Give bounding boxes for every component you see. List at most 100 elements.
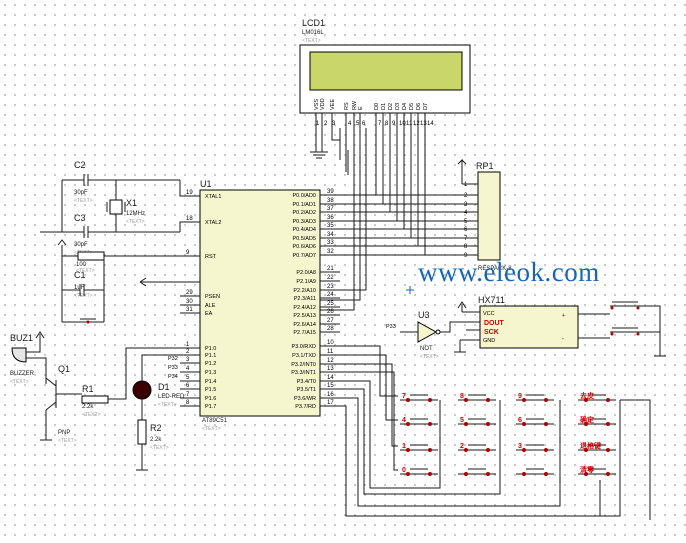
keypad-key[interactable]: 7	[400, 393, 438, 402]
mcu-right-pin-name: P3.7/RD	[295, 404, 316, 410]
key-node-left	[584, 398, 588, 402]
c1-value: 1uF	[74, 285, 85, 291]
p1-net-labels: P32 P33 P34	[168, 356, 200, 382]
lcd-pin-number: 6	[362, 121, 366, 127]
keypad-key[interactable]: 5	[458, 417, 496, 426]
c1-placeholder: <TEXT>	[74, 293, 93, 299]
lcd-pin-number: 5	[356, 121, 360, 127]
mcu-right-pin-name: P3.2/INT0	[291, 362, 316, 368]
lcd-pin-label: RW	[352, 100, 358, 110]
mcu-left-pin-name: EA	[205, 311, 213, 317]
reset-circuit[interactable]: C1 1uF <TEXT> 100 <TEXT>	[57, 239, 200, 324]
keypad-key[interactable]	[516, 468, 554, 476]
mcu-left-pin-number: 30	[186, 299, 193, 305]
keypad-key[interactable]: 3	[516, 443, 554, 452]
key-node-left	[522, 472, 526, 476]
mcu-right-pin-number: 14	[327, 375, 334, 381]
key-node-left	[522, 398, 526, 402]
key-node-right	[544, 472, 548, 476]
c3-value: 30pF	[74, 242, 88, 248]
mcu-left-pin-number: 31	[186, 307, 193, 313]
keypad-key[interactable]: 6	[516, 417, 554, 426]
keypad-key[interactable]: 去皮	[578, 391, 616, 402]
key-label: 0	[402, 467, 406, 474]
mcu-right-pin-name: P2.2/A10	[293, 288, 316, 294]
svg-text:3: 3	[332, 121, 336, 127]
mcu-left-pin-number: 2	[186, 349, 190, 355]
lcd-part: LM016L	[302, 30, 324, 36]
hx711-pin-gnd: GND	[483, 338, 495, 344]
keypad-key[interactable]: 4	[400, 417, 438, 426]
rp1-pin-number: 1	[464, 182, 468, 188]
x1-value: 12MHz	[126, 211, 145, 217]
microcontroller[interactable]: U1 AT89C51 <TEXT> 19XTAL118XTAL29RST29PS…	[180, 179, 430, 432]
keypad-key[interactable]: 退格键	[578, 441, 616, 452]
keypad-key[interactable]: 清零	[578, 465, 616, 476]
lcd-pin-number: 4	[348, 121, 352, 127]
mcu-right-pin-number: 34	[327, 232, 334, 238]
keypad-key[interactable]: 确定	[578, 415, 616, 426]
led-circuit[interactable]: D1 LED-RED <TEXT> R2 2.2k <TEXT>	[132, 354, 200, 471]
mcu-right-pin-name: P3.0/RXD	[292, 344, 316, 350]
rp1-pin-number: 2	[464, 193, 468, 199]
lcd-screen	[309, 51, 463, 91]
keypad-key[interactable]: 2	[458, 443, 496, 452]
mcu-right-pin-name: P2.3/A11	[294, 296, 316, 302]
mcu-right-pin-name: P0.1/AD1	[292, 202, 316, 208]
r1-placeholder: <TEXT>	[82, 412, 101, 418]
mcu-right-pin-name: P0.3/AD3	[292, 219, 316, 225]
mcu-right-pin-number: 24	[327, 292, 334, 298]
mcu-left-pin-name: P1.3	[205, 370, 216, 376]
keypad-key[interactable]: 0	[400, 467, 438, 476]
r2-value: 2.2k	[150, 437, 162, 443]
net-label-p33: P33	[168, 365, 178, 371]
mcu-left-pin-name: P1.2	[205, 361, 216, 367]
key-node-left	[406, 422, 410, 426]
key-label: 5	[460, 417, 464, 424]
hx711-module[interactable]: HX711 VCC DOUT SCK GND + -	[454, 295, 666, 357]
keypad-key[interactable]	[458, 468, 496, 476]
key-label: 2	[460, 443, 464, 450]
mcu-right-pin-number: 35	[327, 223, 334, 229]
key-node-right	[486, 422, 490, 426]
x1-ref: X1	[126, 198, 137, 208]
hx711-body	[479, 305, 579, 349]
lcd-pin-label: D7	[423, 103, 429, 110]
keypad-key[interactable]: 9	[516, 393, 554, 402]
svg-text:+: +	[562, 313, 565, 319]
keypad-matrix[interactable]: 7 8 9 去皮 4 5 6 确定 1 2 3 退格键 0 清零	[400, 391, 616, 476]
buzzer-circuit[interactable]: BUZ1 BUZZER <TEXT> Q1 PNP <TEXT> R1 2.2k…	[10, 331, 200, 444]
lcd-pin-label: VDD	[320, 98, 326, 110]
u3-ref: U3	[418, 310, 430, 320]
watermark-text: www.eleok.com	[418, 257, 600, 287]
lcd-pin-label: D0	[374, 103, 380, 110]
mcu-right-pin-name: P3.4/T0	[297, 379, 316, 385]
r2-placeholder: <TEXT>	[150, 445, 169, 451]
lcd-bus-wires	[320, 128, 426, 311]
mcu-part: AT89C51	[202, 418, 228, 424]
rp1-pin-number: 6	[464, 227, 468, 233]
key-label: 1	[402, 443, 406, 450]
not-gate[interactable]: U3 NOT <TEXT> P33	[386, 310, 482, 360]
key-label: 清零	[580, 465, 595, 474]
x1-placeholder: <TEXT>	[126, 219, 145, 225]
keypad-key[interactable]: 8	[458, 393, 496, 402]
q1-ref: Q1	[58, 364, 70, 374]
mcu-right-pin-number: 10	[327, 340, 334, 346]
mcu-right-pin-number: 33	[327, 240, 334, 246]
c1-ref: C1	[74, 270, 86, 280]
d1-placeholder: <TEXT>	[158, 402, 177, 408]
mcu-right-pin-name: P3.6/WR	[294, 396, 316, 402]
key-node-right	[606, 398, 610, 402]
crystal-circuit[interactable]: C2 30pF <TEXT> C3 30pF <TEXT> X1 12MHz <…	[40, 160, 200, 256]
mcu-right-pin-name: P2.0/A8	[296, 270, 316, 276]
keypad-key[interactable]: 1	[400, 443, 438, 452]
mcu-right-pin-name: P2.4/A12	[293, 305, 316, 311]
key-node-right	[544, 422, 548, 426]
mcu-left-pin-name: RST	[205, 254, 217, 260]
key-node-left	[584, 422, 588, 426]
mcu-left-pin-name: XTAL1	[205, 194, 221, 200]
